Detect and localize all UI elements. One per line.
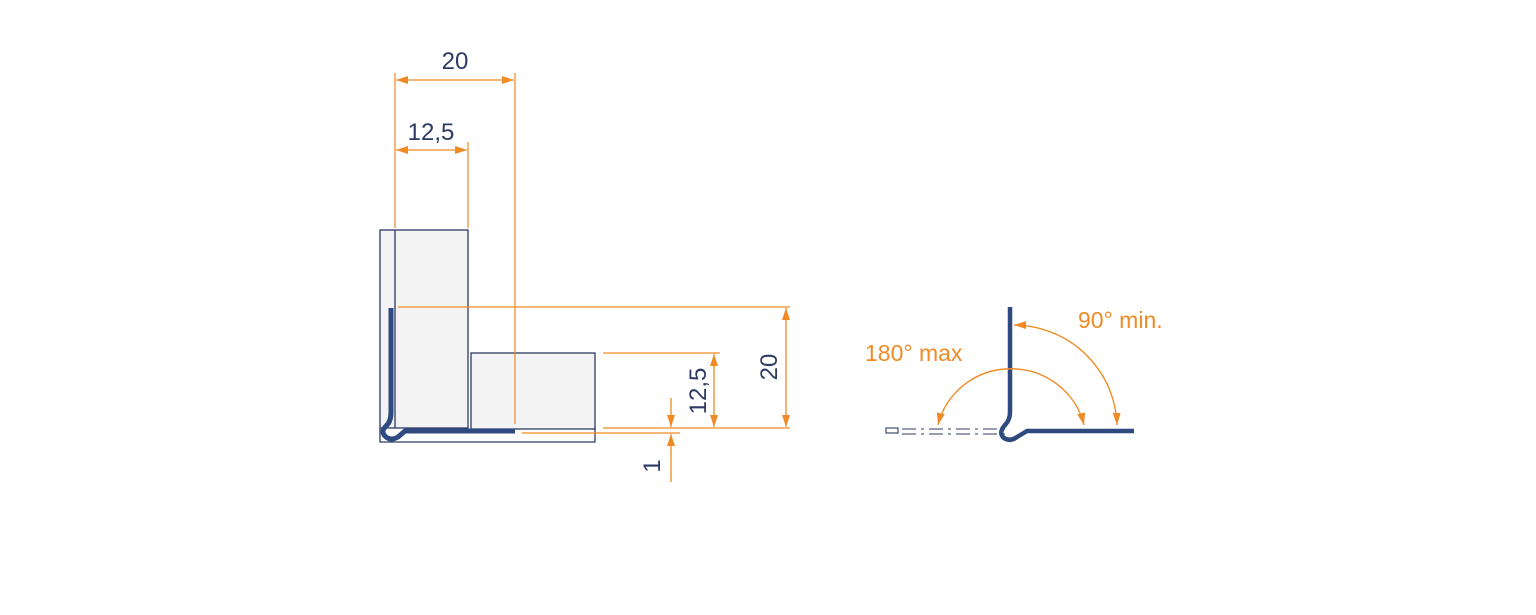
arc-90-min bbox=[1013, 321, 1121, 426]
dim-top-inner: 12,5 bbox=[408, 119, 455, 146]
angle-profile bbox=[380, 308, 515, 442]
angle-min-label: 90° min. bbox=[1078, 307, 1163, 333]
dimension-lines bbox=[396, 76, 790, 482]
wall-tile bbox=[379, 229, 469, 429]
dim-right-inner: 12,5 bbox=[685, 368, 712, 415]
bending-angle-view: 180° max 90° min. bbox=[865, 307, 1163, 442]
floor-tile bbox=[470, 352, 596, 430]
section-view: 20 12,5 12,5 20 1 bbox=[379, 48, 790, 482]
angle-arcs bbox=[936, 321, 1121, 426]
flat-position-dashed bbox=[885, 427, 1010, 435]
bedding-layer bbox=[379, 428, 596, 443]
dim-thickness: 1 bbox=[639, 459, 666, 472]
dim-right-overall: 20 bbox=[756, 354, 783, 381]
dim-top-overall: 20 bbox=[442, 48, 469, 75]
angle-max-label: 180° max bbox=[865, 340, 963, 366]
extension-lines bbox=[394, 73, 790, 434]
